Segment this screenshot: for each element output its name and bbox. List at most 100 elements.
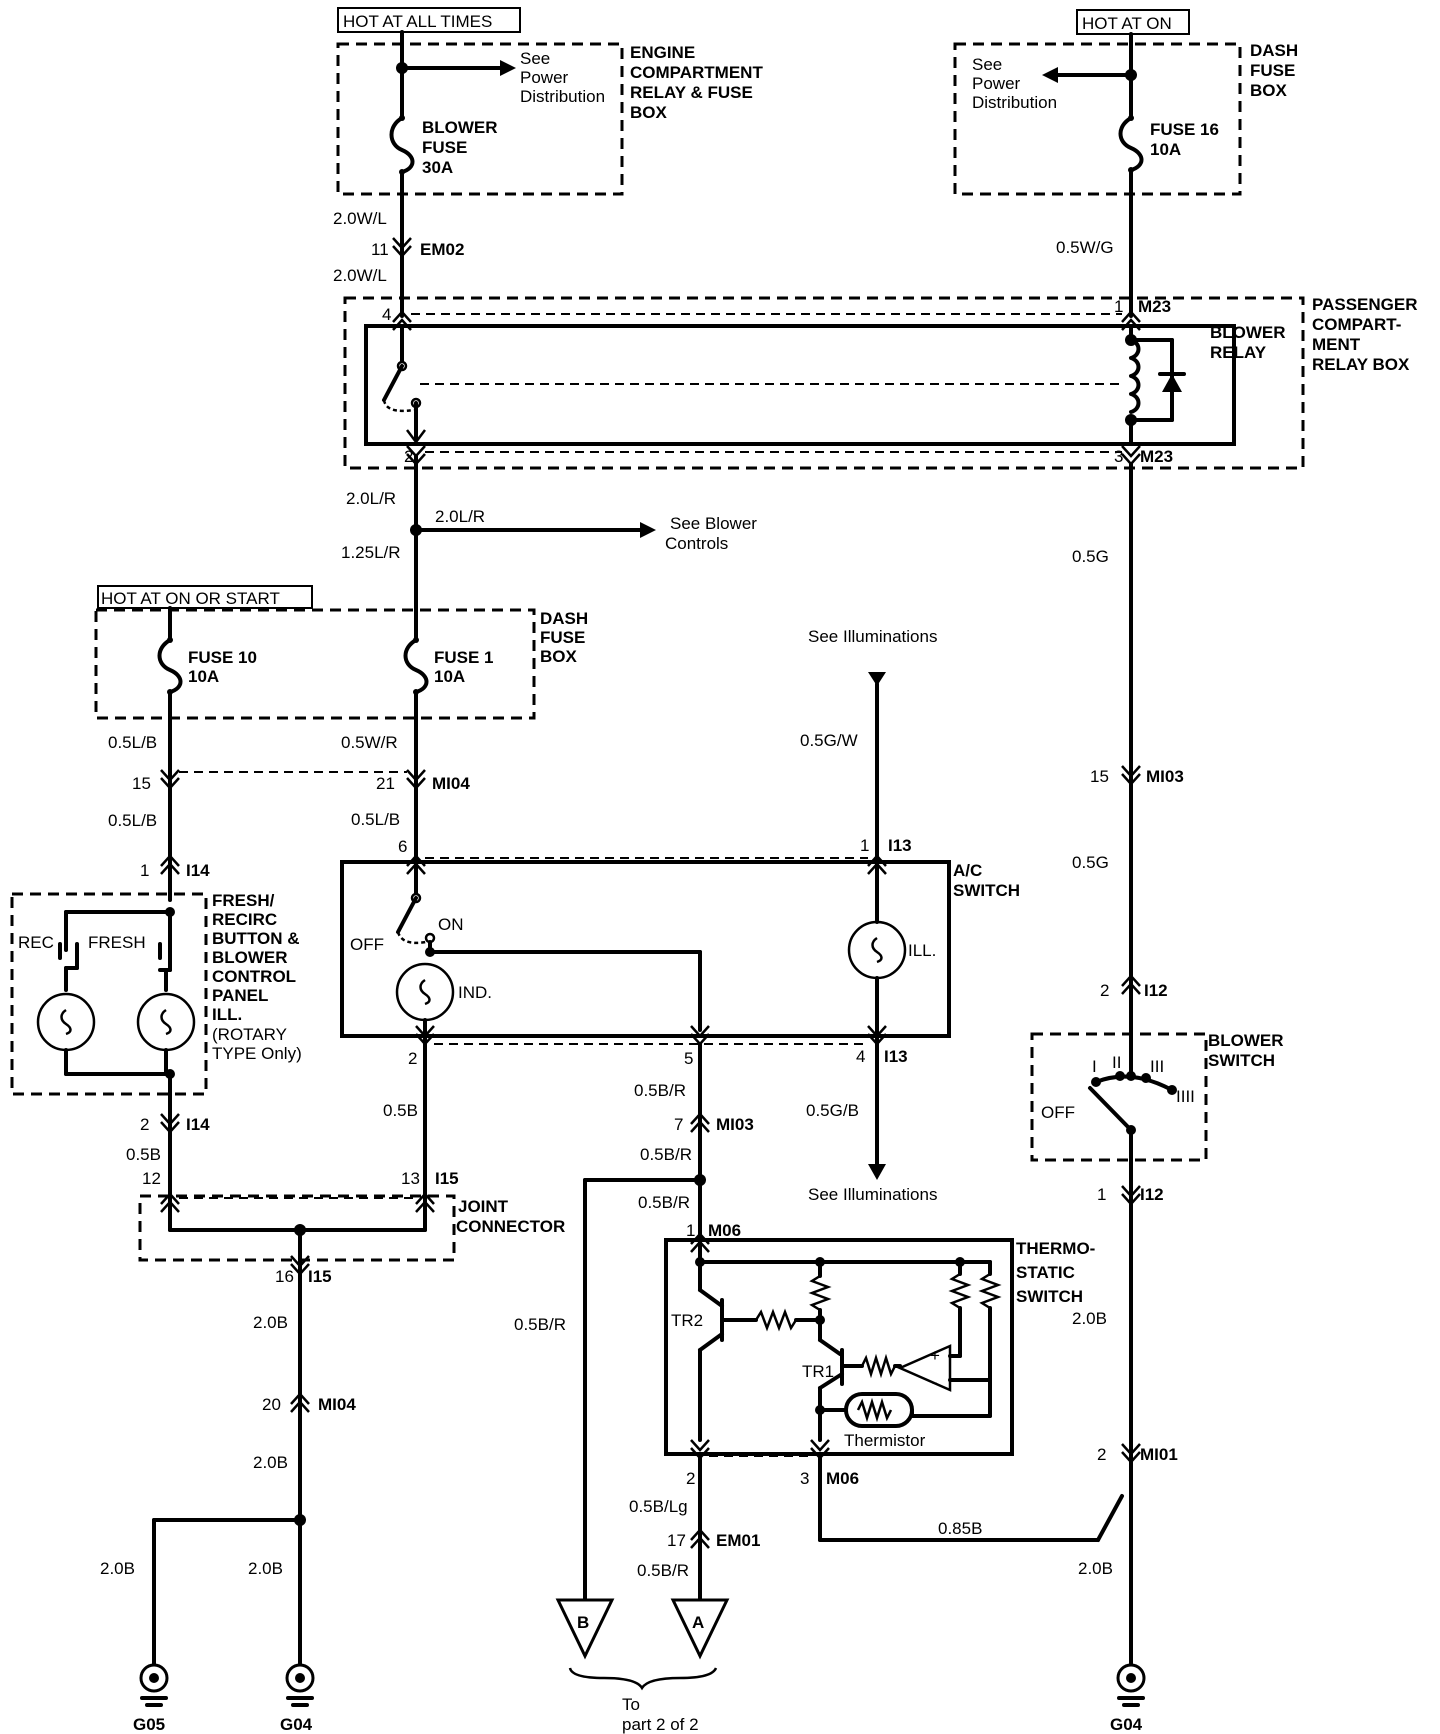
wire-label: 0.5B/Lg <box>629 1497 688 1516</box>
svg-text:(ROTARY: (ROTARY <box>212 1025 287 1044</box>
blower-switch-contacts: I II III IIII OFF <box>1041 1053 1195 1135</box>
svg-text:Power: Power <box>972 74 1021 93</box>
svg-text:4: 4 <box>856 1047 865 1066</box>
svg-text:1: 1 <box>1114 297 1123 316</box>
connector-mi01: MI01 <box>1140 1445 1178 1464</box>
svg-text:15: 15 <box>132 774 151 793</box>
svg-text:ON: ON <box>438 915 464 934</box>
arrow-right-icon <box>500 60 516 76</box>
svg-text:3: 3 <box>1114 447 1123 466</box>
svg-text:A: A <box>692 1613 704 1632</box>
svg-text:BOX: BOX <box>1250 81 1288 100</box>
svg-text:2: 2 <box>1100 981 1109 1000</box>
svg-text:II: II <box>1112 1053 1121 1072</box>
svg-text:10A: 10A <box>188 667 219 686</box>
svg-text:Power: Power <box>520 68 569 87</box>
wire-label: 2.0B <box>253 1453 288 1472</box>
svg-text:FRESH/: FRESH/ <box>212 891 275 910</box>
ground-g04-left-label: G04 <box>280 1715 313 1734</box>
connector-i15-b: I15 <box>308 1267 332 1286</box>
wire-label: 0.5G <box>1072 853 1109 872</box>
svg-text:2: 2 <box>1097 1445 1106 1464</box>
wire-label: 0.5B/R <box>640 1145 692 1164</box>
wire-label: 0.5B <box>126 1145 161 1164</box>
svg-text:OFF: OFF <box>1041 1103 1075 1122</box>
svg-text:Distribution: Distribution <box>520 87 605 106</box>
svg-text:10A: 10A <box>434 667 465 686</box>
wire-label: 2.0L/R <box>346 489 396 508</box>
wire-label: 0.5L/B <box>108 811 157 830</box>
svg-text:Thermistor: Thermistor <box>844 1431 926 1450</box>
blower-fuse-label: BLOWER FUSE 30A <box>422 118 498 177</box>
svg-text:ILL.: ILL. <box>908 941 936 960</box>
svg-text:5: 5 <box>684 1049 693 1068</box>
dash-fuse-box-mid <box>94 608 536 720</box>
fresh-recirc-label: FRESH/ RECIRC BUTTON & BLOWER CONTROL PA… <box>212 891 302 1063</box>
svg-text:FUSE 16: FUSE 16 <box>1150 120 1219 139</box>
fuse-16-label: FUSE 16 10A <box>1150 120 1219 159</box>
svg-text:FUSE 1: FUSE 1 <box>434 648 494 667</box>
connector-mi03-b: MI03 <box>716 1115 754 1134</box>
svg-text:MENT: MENT <box>1312 335 1361 354</box>
connector-mi03-a: MI03 <box>1146 767 1184 786</box>
svg-text:THERMO-: THERMO- <box>1016 1239 1095 1258</box>
svg-text:2: 2 <box>408 1049 417 1068</box>
blower-fuse-icon <box>389 116 415 174</box>
svg-text:HOT AT ALL TIMES: HOT AT ALL TIMES <box>343 12 492 31</box>
connector-em01: EM01 <box>716 1531 760 1550</box>
svg-text:CONTROL: CONTROL <box>212 967 296 986</box>
svg-text:OFF: OFF <box>350 935 384 954</box>
svg-text:13: 13 <box>401 1169 420 1188</box>
wire-label: 0.85B <box>938 1519 982 1538</box>
connector-m06-b: M06 <box>826 1469 859 1488</box>
brace-icon <box>568 1667 718 1691</box>
wire-label: 0.5G/W <box>800 731 858 750</box>
svg-text:FUSE: FUSE <box>422 138 467 157</box>
svg-text:RELAY & FUSE: RELAY & FUSE <box>630 83 753 102</box>
see-power-distribution-left: See Power Distribution <box>520 49 605 106</box>
svg-text:RECIRC: RECIRC <box>212 910 277 929</box>
blower-relay <box>364 324 1236 446</box>
svg-text:part 2 of 2: part 2 of 2 <box>622 1715 699 1734</box>
connector-i14-a: I14 <box>186 861 210 880</box>
svg-text:1: 1 <box>860 836 869 855</box>
connector-i13-a: I13 <box>888 836 912 855</box>
arrow-down-icon <box>406 429 426 445</box>
connector-i14-b: I14 <box>186 1115 210 1134</box>
svg-text:FUSE: FUSE <box>1250 61 1295 80</box>
svg-text:2: 2 <box>404 447 413 466</box>
ground-g05-icon <box>139 1663 169 1707</box>
wire-label: 0.5G <box>1072 547 1109 566</box>
to-part-2: To part 2 of 2 <box>622 1695 699 1734</box>
svg-text:BLOWER: BLOWER <box>1208 1031 1284 1050</box>
svg-text:TR2: TR2 <box>671 1311 703 1330</box>
svg-text:JOINT: JOINT <box>458 1197 509 1216</box>
thermostatic-switch-label: THERMO- STATIC SWITCH <box>1016 1239 1095 1306</box>
connector-i13-b: I13 <box>884 1047 908 1066</box>
svg-text:ENGINE: ENGINE <box>630 43 695 62</box>
see-illuminations-top: See Illuminations <box>808 627 937 646</box>
svg-text:PANEL: PANEL <box>212 986 268 1005</box>
resistor-icon <box>808 1274 832 1312</box>
fresh-lamp-icon <box>136 992 196 1052</box>
fuse-10-icon <box>157 638 183 694</box>
svg-text:SWITCH: SWITCH <box>1016 1287 1083 1306</box>
blower-switch-label: BLOWER SWITCH <box>1208 1031 1284 1070</box>
wire-label: 2.0W/L <box>333 266 387 285</box>
fuse-16-icon <box>1118 116 1144 172</box>
joint-connector-label: JOINT CONNECTOR <box>456 1197 565 1236</box>
svg-text:6: 6 <box>398 837 407 856</box>
svg-text:TYPE Only): TYPE Only) <box>212 1044 302 1063</box>
ground-g04-left-icon <box>285 1663 315 1707</box>
wire-label: 0.5B/R <box>638 1193 690 1212</box>
svg-text:-: - <box>932 1373 938 1392</box>
wire-label: 0.5L/B <box>108 733 157 752</box>
blower-switch <box>1030 1032 1208 1162</box>
svg-text:SWITCH: SWITCH <box>953 881 1020 900</box>
svg-text:FRESH: FRESH <box>88 933 146 952</box>
blower-relay-label: BLOWER RELAY <box>1210 323 1286 362</box>
svg-text:1: 1 <box>1097 1185 1106 1204</box>
resistor-icon <box>754 1308 798 1332</box>
svg-text:BOX: BOX <box>630 103 668 122</box>
